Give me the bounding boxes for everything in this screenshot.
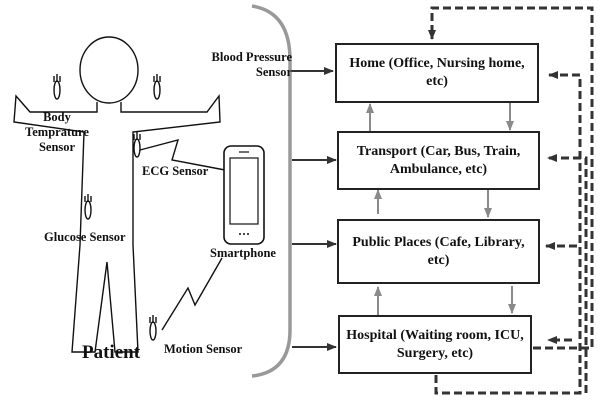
- location-box-public-places: Public Places (Cafe, Library, etc): [337, 219, 540, 284]
- wireless-link-ecg: [139, 139, 226, 171]
- smartphone-icon: [223, 145, 265, 245]
- sensor-icon-right-shoulder: [153, 74, 161, 100]
- label-smartphone: Smartphone: [210, 246, 276, 260]
- sensor-icon-abdomen: [84, 194, 92, 220]
- patient-body-outline: [13, 36, 221, 353]
- patient-head: [79, 36, 139, 104]
- sensor-icon-ankle: [149, 315, 157, 341]
- label-body-temperature-sensor: Body Temprature Sensor: [25, 110, 89, 154]
- label-ecg-sensor: ECG Sensor: [142, 164, 209, 178]
- label-motion-sensor: Motion Sensor: [164, 342, 243, 356]
- bracket-to-location-arrows: [292, 67, 337, 351]
- wireless-link-motion: [161, 257, 223, 331]
- patient-label: Patient: [82, 342, 141, 363]
- sensor-icon-chest: [133, 132, 141, 158]
- location-box-home: Home (Office, Nursing home, etc): [335, 43, 539, 103]
- location-box-hospital: Hospital (Waiting room, ICU, Surgery, et…: [338, 315, 532, 374]
- location-transition-arrows: [366, 101, 516, 316]
- sensor-node-icons: [53, 74, 161, 341]
- label-glucose-sensor: Glucose Sensor: [44, 230, 126, 244]
- label-blood-pressure-sensor: Blood Pressure Sensor: [211, 50, 292, 79]
- dashed-feedback-loops: [428, 6, 594, 395]
- bracket-curve: [251, 4, 292, 378]
- location-box-transport: Transport (Car, Bus, Train, Ambulance, e…: [337, 131, 540, 190]
- sensor-icon-left-shoulder: [53, 74, 61, 100]
